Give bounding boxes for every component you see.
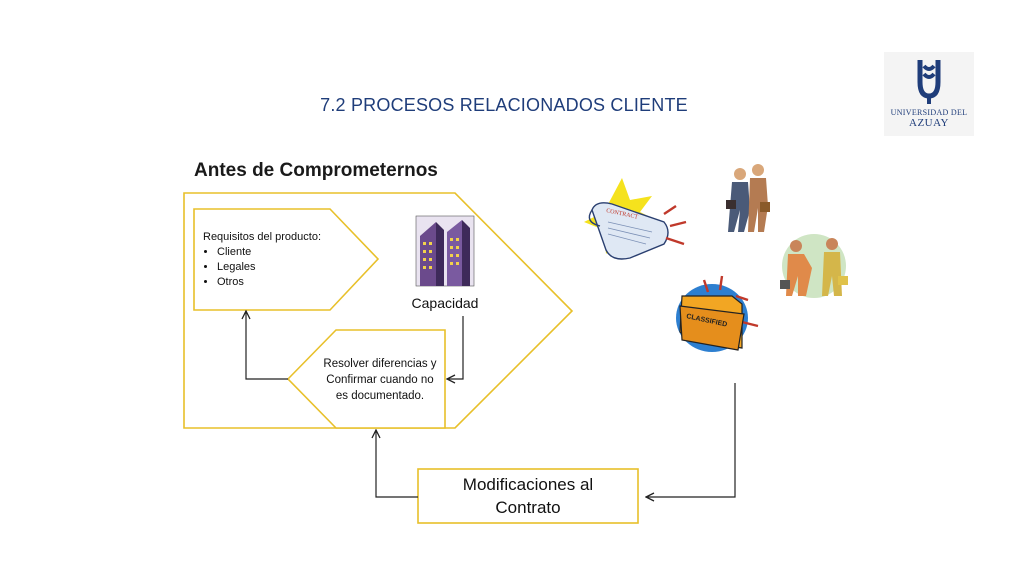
resolve-arrow-shape <box>286 329 446 429</box>
capacity-label: Capacidad <box>411 295 479 311</box>
requirement-item: Otros <box>217 275 363 290</box>
modifications-line: Contrato <box>495 498 561 517</box>
connector-modifications-to-process <box>376 430 418 498</box>
outer-arrow-shape <box>183 192 574 429</box>
requirement-item: Legales <box>217 260 363 275</box>
connector-clipart-to-modifications <box>646 383 736 497</box>
resolve-line: es documentado. <box>335 390 425 402</box>
resolve-line: Resolver diferencias y <box>323 358 437 370</box>
contract-scroll-icon: CONTRACT <box>584 178 687 260</box>
requirements-arrow-shape <box>193 208 380 311</box>
logo-text-university: UNIVERSIDAD DEL <box>890 108 968 117</box>
connector-capacity-to-resolve <box>447 316 464 379</box>
requirements-list: Cliente Legales Otros <box>203 245 363 290</box>
university-logo-icon <box>884 52 974 136</box>
buildings-icon <box>415 215 475 287</box>
requirements-heading: Requisitos del producto: <box>203 231 322 243</box>
classified-folder-icon: CLASSIFIED <box>676 275 759 352</box>
resolve-line: Confirmar cuando no <box>326 374 434 386</box>
modifications-box-shape <box>417 468 639 524</box>
handshake-icon <box>780 234 848 298</box>
connector-resolve-to-requirements <box>246 311 288 380</box>
resolve-box: Resolver diferencias y Confirmar cuando … <box>318 356 442 404</box>
requirement-item: Cliente <box>217 245 363 260</box>
modifications-line: Modificaciones al <box>462 475 594 494</box>
modifications-box: Modificaciones al Contrato <box>419 473 637 519</box>
section-heading: Antes de Comprometernos <box>194 160 438 181</box>
slide-title: 7.2 PROCESOS RELACIONADOS CLIENTE <box>320 95 688 115</box>
businessmen-walking-icon <box>726 164 770 232</box>
logo-text-azuay: AZUAY <box>909 117 949 129</box>
requirements-box: Requisitos del producto: Cliente Legales… <box>203 230 363 290</box>
